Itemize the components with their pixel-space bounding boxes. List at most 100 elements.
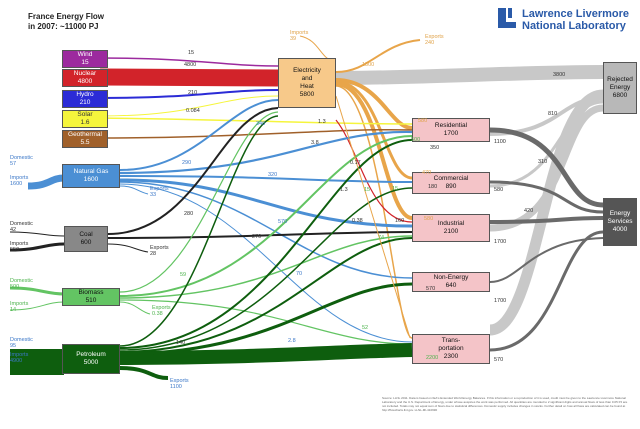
label-gas-ind: 570 [278,219,288,225]
flow-res-services [489,127,604,208]
flow-geo-res [99,128,413,139]
flow-coal-imports [9,242,65,252]
flow-bio-domestic [9,286,65,296]
flow-pet-commercial [119,187,413,351]
label-bio-elec: 59 [180,272,187,278]
flow-elec-rejected [335,65,604,85]
flow-com-services [489,180,604,214]
label-rej-810: 810 [548,111,558,117]
flow-gas-transport [119,183,413,343]
flow-gas-imports [27,174,65,190]
label-com-15: 15 [364,187,371,193]
label-res-b: 350 [430,145,440,151]
label-elec-com: 470 [422,170,432,176]
label-pet-res: 0.17 [350,160,361,166]
flow-gas-exports [119,185,149,195]
llnl-logo-icon [498,8,516,28]
flow-elec-exports [335,39,421,73]
flow-elec-guide [335,95,411,339]
label-gas-res: 340 [256,121,266,127]
diagram-title: France Energy Flow in 2007: ~11000 PJ [28,12,105,31]
flow-elec-transport [335,85,413,339]
flow-elec-industrial [335,82,413,220]
flow-pet-industrial [119,237,413,353]
flow-ne-services [489,237,604,283]
flow-gas-commercial [119,175,413,183]
flow-coal-exports [107,243,149,253]
flow-gas-industrial [119,178,413,228]
label-elec-trans: 15 [392,186,399,192]
label-ind-b: 74 [378,235,385,241]
flow-bio-imports [9,301,65,311]
label-wind-elec: 15 [188,50,195,56]
label-elec-ind: 580 [424,216,434,222]
label-coal-ind: 270 [252,234,262,240]
flow-solar-elec [99,95,279,117]
label-pet-ind: 0.38 [352,218,363,224]
label-gas-elec: 290 [182,160,192,166]
lab-name: Lawrence Livermore National Laboratory [522,8,629,32]
label-com-rej: 580 [494,187,504,193]
label-bio-trans: 52 [362,325,369,331]
flow-solar-res [99,117,413,125]
flow-gas-nonenergy [119,181,413,279]
label-ind-a: 160 [395,218,405,224]
label-gas-com: 320 [268,172,278,178]
label-ind-rej: 1700 [494,239,507,245]
flow-coal-elec [107,107,279,235]
flow-trans-services [489,230,604,352]
flow-trans-rejected [488,89,605,336]
flow-bio-residential [119,135,413,297]
label-trans-rej: 1700 [494,298,507,304]
flow-coal-domestic [9,231,65,237]
label-coal-elec: 280 [184,211,194,217]
label-nuclear-elec: 4800 [184,62,197,68]
flow-bio-exports [119,301,151,315]
flow-pet-exports [119,366,169,380]
label-ne-a: 570 [426,286,436,292]
flow-pet-transport [119,343,413,365]
flow-pet-elec [119,115,279,347]
label-res-rej: 1100 [494,139,506,145]
label-srv-310: 310 [538,159,548,165]
label-geo-res: 3.8 [311,140,319,146]
flow-pet-nonenergy [119,282,413,356]
flow-coal-industrial [107,231,413,239]
label-srv-420: 420 [524,208,534,214]
label-elec-res: 580 [418,118,428,124]
label-gas-ne: 70 [296,271,303,277]
label-pet-elec: 140 [176,340,186,346]
flow-hydro-elec [99,89,279,99]
flow-elec-residential [335,78,413,130]
label-solar-elec: 0.084 [186,108,200,114]
